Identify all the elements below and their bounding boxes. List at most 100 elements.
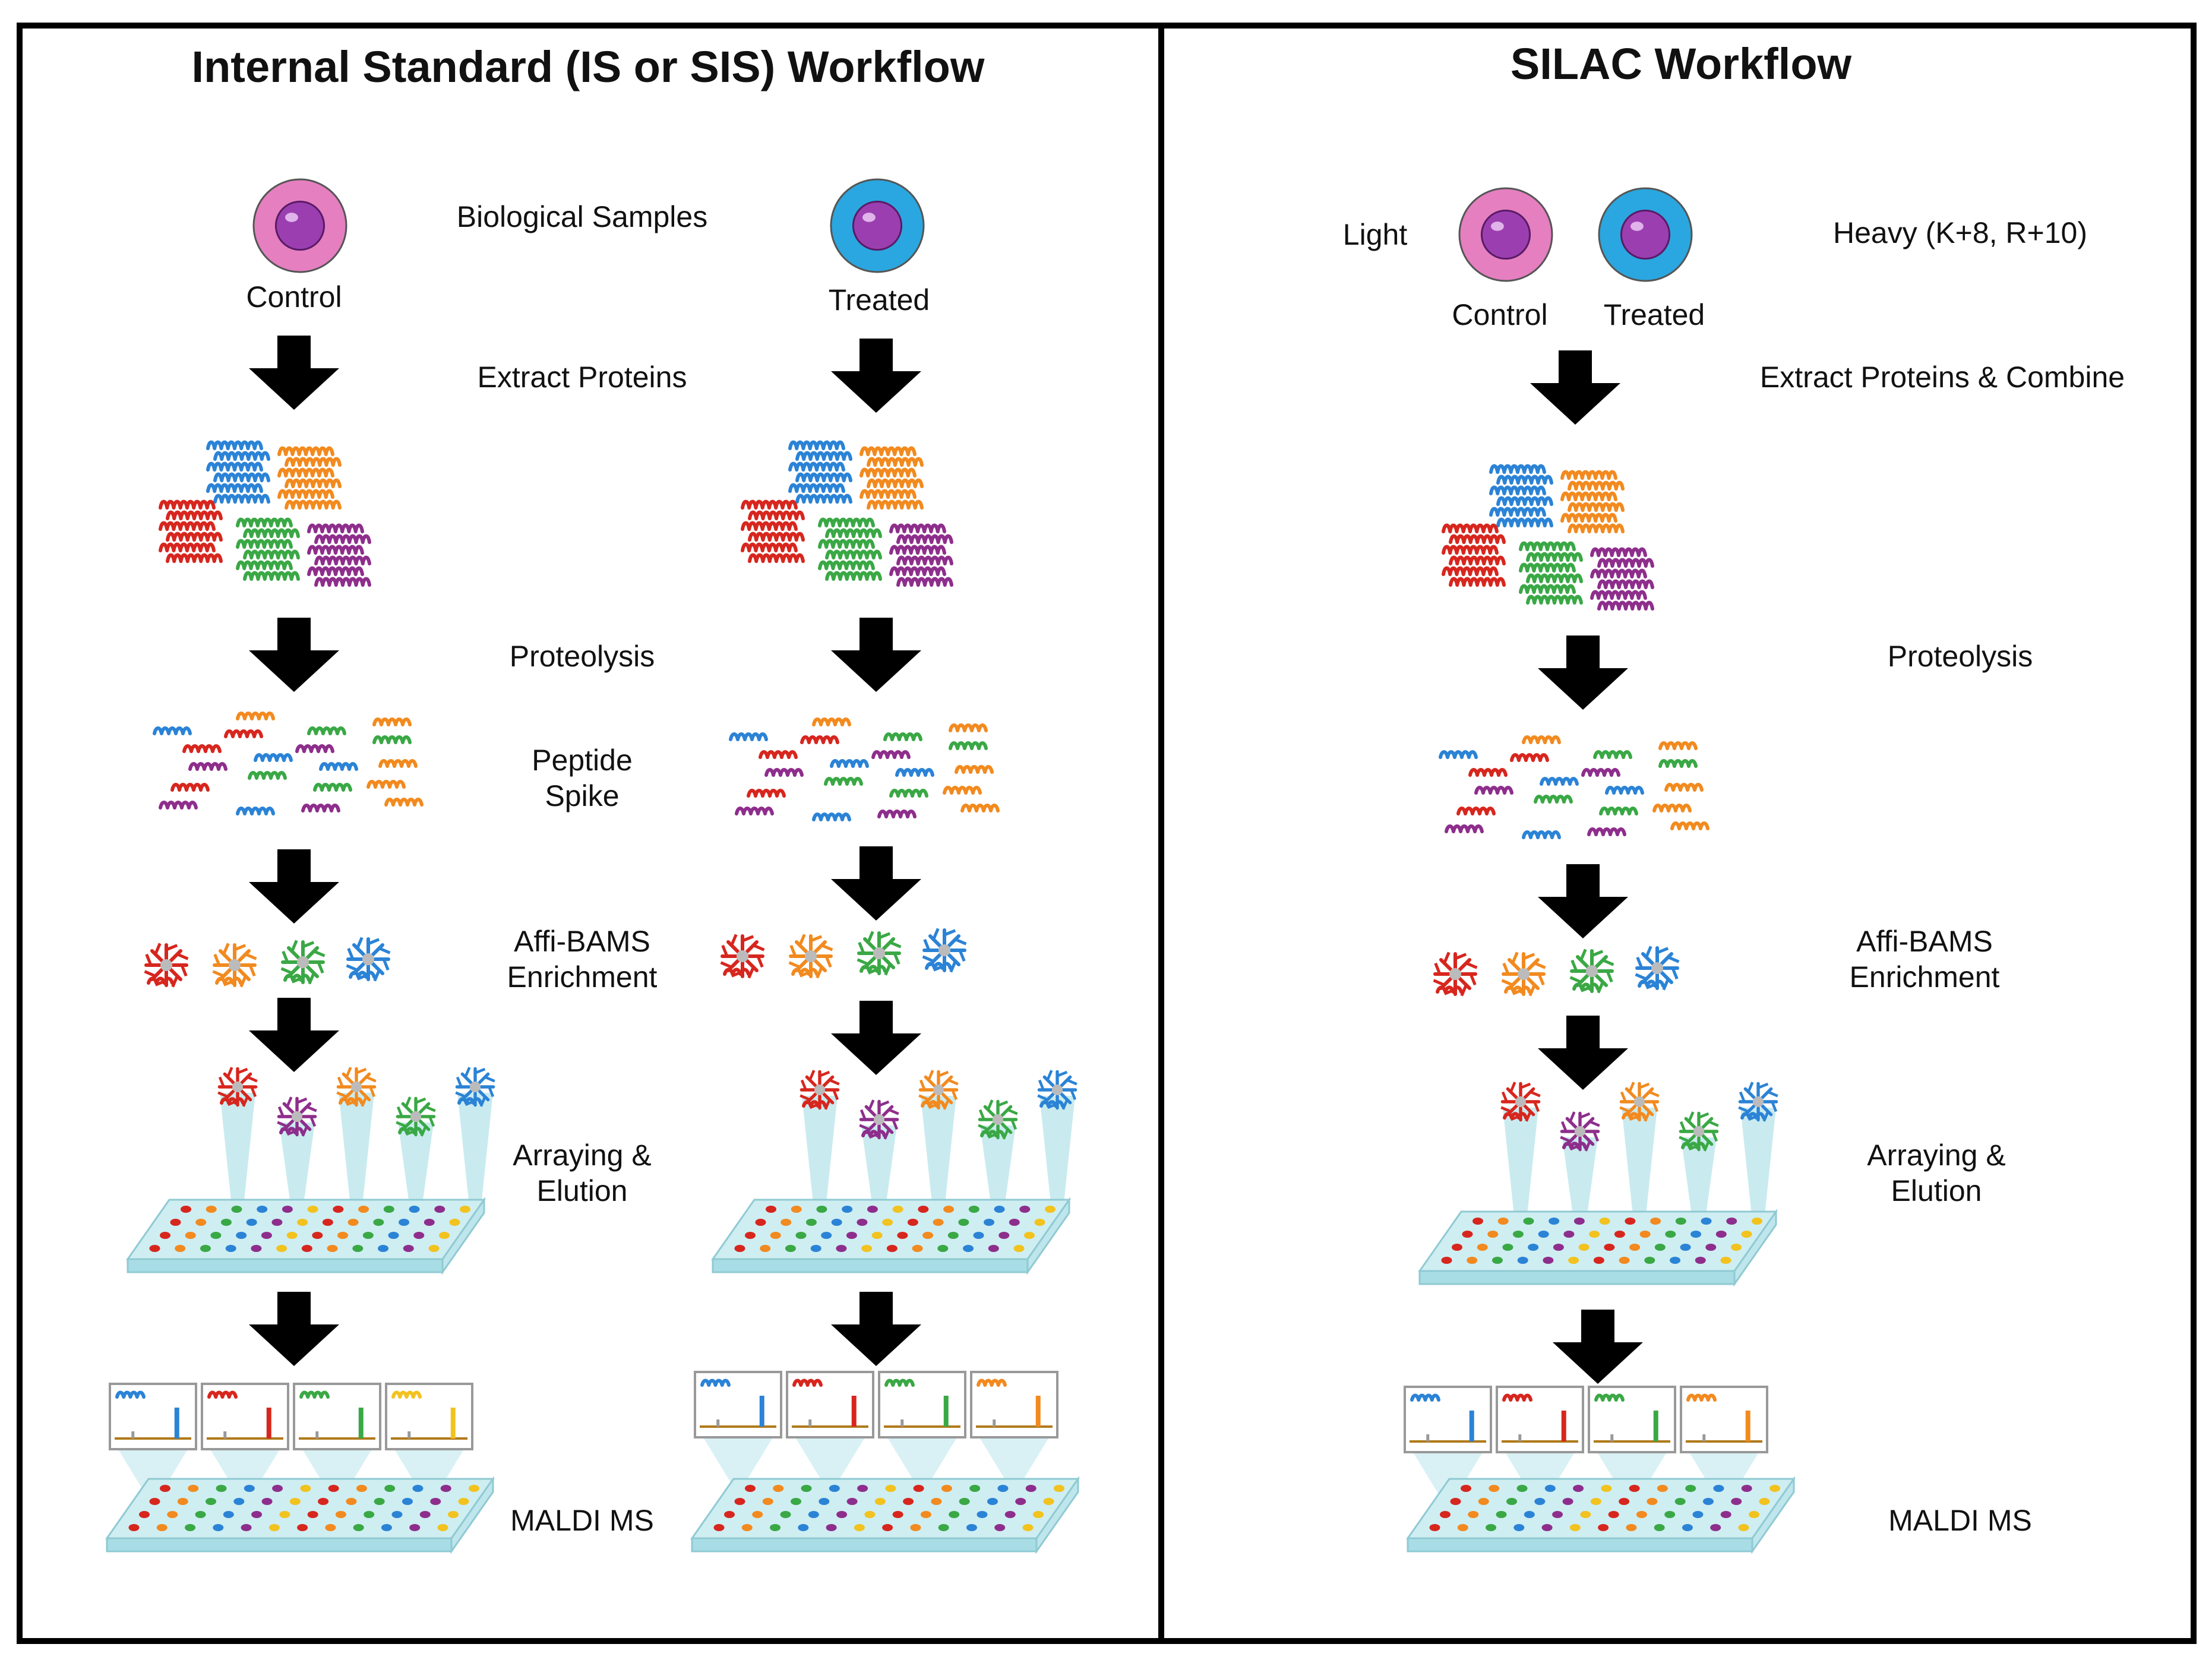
peptide-icon [759,750,798,759]
peptide-icon [295,744,334,753]
spectrum-icon [293,1383,381,1450]
antibody-icon [1560,1111,1600,1152]
peptide-icon [812,717,851,726]
elution-beams [1500,1082,1778,1232]
peptide-icon [254,753,293,762]
biological-samples-label: Biological Samples [456,200,708,233]
silac-treated-label: Treated [1603,298,1705,331]
antibody-icon [1738,1082,1778,1122]
enrichment-label: Affi-BAMS Enrichment [507,925,658,994]
peptide-icon [313,783,352,792]
peptides-group [729,717,1000,821]
arrow-down-icon [831,1001,921,1075]
arrow-down-icon [1553,1310,1643,1384]
antibody-icon [1569,949,1614,994]
spectrum-icon [109,1383,197,1450]
protein-cluster-icon [741,440,953,587]
antibody-icon [455,1067,495,1107]
peptide-icon [159,801,198,810]
extract-proteins-label: Extract Proteins [477,361,687,394]
antibody-icon [217,1067,258,1107]
peptide-icon [1587,827,1626,836]
protein-icon [1489,464,1553,527]
arrow-down-icon [831,1292,921,1366]
protein-icon [788,440,852,504]
arrow-down-icon [831,618,921,692]
silac-workflow-panel [1158,23,2197,1644]
peptide-icon [747,789,786,798]
cell-icon [830,178,925,273]
peptide-icon [764,768,804,777]
protein-icon [307,523,371,587]
peptide-icon [1658,741,1698,750]
antibody-icon [1433,951,1478,997]
protein-icon [741,499,805,563]
arrow-down-icon [249,998,339,1072]
cell-icon [1598,187,1693,282]
arrow-down-icon [249,336,339,410]
peptide-icon [1522,735,1561,744]
antibody-icon [1619,1082,1660,1122]
peptide-icon [943,786,982,795]
spectrum-icon [1496,1386,1584,1453]
peptide-icon [877,810,917,818]
protein-icon [1590,547,1654,611]
treated-label: Treated [828,283,930,317]
silac-enrichment-label: Affi-BAMS Enrichment [1849,925,2000,994]
peptide-icon [1658,759,1698,768]
protein-icon [159,499,223,563]
protein-icon [277,446,342,510]
proteolysis-label: Proteolysis [509,640,655,673]
peptides-group [153,712,424,815]
antibody-icon [720,934,765,979]
peptide-icon [830,759,869,768]
maldi-ms-label: MALDI MS [510,1504,654,1537]
cell-icon [1458,187,1553,282]
peptide-icon [307,726,346,735]
peptide-icon [1593,750,1632,759]
peptide-icon [1468,768,1508,777]
peptide-icon [729,732,768,741]
protein-icon [236,517,300,581]
antibody-icon [1501,951,1546,997]
protein-icon [1519,541,1583,605]
arraying-label: Arraying & Elution [513,1139,652,1207]
control-label: Control [246,280,342,314]
spectrum-icon [385,1383,473,1450]
peptide-icon [949,741,988,750]
protein-icon [859,446,924,510]
peptide-icon [1605,786,1644,795]
protein-icon [1560,470,1625,533]
peptide-icon [372,717,412,726]
protein-icon [818,517,882,581]
peptides-group [1439,735,1709,839]
silac-arraying-label: Arraying & Elution [1867,1139,2006,1207]
peptide-icon [1474,786,1513,795]
arrow-down-icon [831,846,921,921]
enrichment-group [144,937,391,988]
elution-beams [217,1067,495,1218]
spectrum-icon [694,1371,782,1438]
peptide-icon [366,780,406,789]
plate-icon [1418,1209,1778,1287]
peptide-icon [319,762,358,771]
peptide-icon [889,789,928,798]
antibody-icon [1679,1111,1719,1152]
peptide-icon [955,765,994,774]
is-workflow-title: Internal Standard (IS or SIS) Workflow [191,42,985,91]
spectra-group [1404,1386,1768,1500]
antibody-icon [918,1070,959,1110]
peptide-icon [1439,750,1478,759]
silac-workflow-title: SILAC Workflow [1510,39,1852,88]
antibody-icon [859,1099,899,1140]
arrow-down-icon [1538,1016,1628,1090]
peptide-icon [384,798,424,807]
silac-proteolysis-label: Proteolysis [1887,640,2033,673]
plate-icon [126,1197,486,1275]
plate-icon [711,1197,1071,1275]
peptide-icon [812,812,851,821]
antibody-icon [336,1067,377,1107]
silac-maldi-ms-label: MALDI MS [1888,1504,2032,1537]
